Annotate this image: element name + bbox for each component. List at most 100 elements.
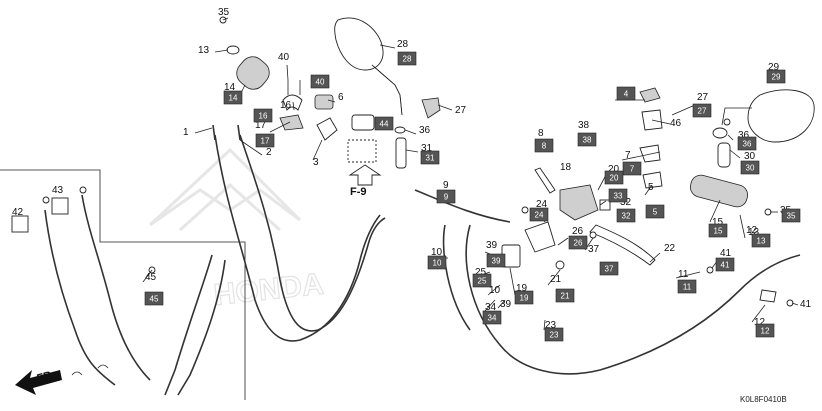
part-badge-41[interactable]: 41 [715, 257, 735, 272]
part-badge-28[interactable]: 28 [397, 51, 417, 66]
leader-line [543, 319, 546, 331]
badge-box [577, 132, 597, 147]
honda-watermark: HONDA [148, 147, 326, 313]
leader-line [404, 129, 417, 135]
part-badge-45[interactable]: 45 [144, 291, 164, 306]
part-label-3: 3 [313, 157, 319, 168]
part-badge-23[interactable]: 23 [544, 327, 564, 342]
badge-number: 36 [743, 140, 752, 149]
part-label-1: 1 [183, 127, 189, 138]
badge-box [144, 291, 164, 306]
part-label-40: 40 [278, 52, 290, 63]
part-label-34: 34 [485, 302, 497, 313]
right-cables [414, 189, 801, 375]
leader-line [497, 299, 506, 309]
part-label-38: 38 [578, 120, 590, 131]
mirror-left [334, 17, 403, 116]
part-badge-9[interactable]: 9 [436, 189, 456, 204]
badge-number: 27 [698, 107, 707, 116]
badge-box [740, 160, 760, 175]
part-badge-44[interactable]: 44 [374, 116, 394, 131]
part-badge-17[interactable]: 17 [255, 133, 275, 148]
part-badge-26[interactable]: 26 [568, 235, 588, 250]
part-badge-5[interactable]: 5 [645, 204, 665, 219]
part-badge-4[interactable]: 4 [616, 86, 636, 101]
leader-line [621, 151, 661, 161]
badge-box [781, 208, 801, 223]
front-arrow-label: FR. [36, 369, 56, 385]
part-label-37: 37 [588, 244, 600, 255]
part-badge-27[interactable]: 27 [692, 103, 712, 118]
part-badge-31[interactable]: 31 [420, 150, 440, 165]
badge-number: 31 [426, 154, 435, 163]
part-badge-20[interactable]: 20 [604, 170, 624, 185]
badge-number: 21 [561, 292, 570, 301]
badge-box [555, 288, 575, 303]
part-badge-37[interactable]: 37 [599, 261, 619, 276]
leader-line [222, 17, 229, 21]
badge-number: 30 [746, 164, 755, 173]
badge-box [616, 208, 636, 223]
badge-number: 40 [316, 78, 325, 87]
leader-line [729, 149, 741, 159]
part-badge-38[interactable]: 38 [577, 132, 597, 147]
part-badge-16[interactable]: 16 [253, 108, 273, 123]
part-badge-34[interactable]: 34 [482, 310, 502, 325]
part-label-13: 13 [748, 227, 760, 238]
part-badge-32[interactable]: 32 [616, 208, 636, 223]
badge-number: 5 [653, 208, 658, 217]
part-label-10: 10 [489, 285, 501, 296]
part-badge-11[interactable]: 11 [677, 279, 697, 294]
box-42 [11, 215, 29, 233]
badge-box [486, 253, 506, 268]
badge-number: 4 [624, 90, 629, 99]
part-badge-40[interactable]: 40 [310, 74, 330, 89]
badge-box [692, 103, 712, 118]
part-label-42: 42 [12, 207, 24, 218]
part-badge-13[interactable]: 13 [751, 233, 771, 248]
leader-line [597, 174, 607, 191]
part-badge-8[interactable]: 8 [534, 138, 554, 153]
part-badge-36[interactable]: 36 [737, 136, 757, 151]
part-badge-14[interactable]: 14 [223, 90, 243, 105]
leader-line [751, 304, 766, 323]
part-label-22: 22 [664, 243, 676, 254]
part-badge-30[interactable]: 30 [740, 160, 760, 175]
part-badge-12[interactable]: 12 [755, 323, 775, 338]
part-badge-35[interactable]: 35 [781, 208, 801, 223]
part-badge-25[interactable]: 25 [472, 273, 492, 288]
diagram-code: K0L8F0410B [740, 395, 787, 404]
part-label-36: 36 [419, 125, 431, 136]
badge-number: 32 [622, 212, 631, 221]
part-label-2: 2 [266, 147, 272, 158]
leader-line [547, 269, 561, 286]
part-badge-39[interactable]: 39 [486, 253, 506, 268]
part-badge-33[interactable]: 33 [608, 188, 628, 203]
badge-box [568, 235, 588, 250]
part-badge-24[interactable]: 24 [529, 207, 549, 222]
part-label-27: 27 [455, 105, 467, 116]
part-badge-21[interactable]: 21 [555, 288, 575, 303]
part-label-5: 5 [648, 182, 654, 193]
badge-box [604, 170, 624, 185]
badge-box [472, 273, 492, 288]
badge-box [534, 138, 554, 153]
badge-box [622, 161, 642, 176]
leader-line [739, 214, 746, 239]
leader-line [651, 119, 671, 125]
part-label-18: 18 [560, 162, 572, 173]
part-label-39: 39 [500, 299, 512, 310]
leader-line [644, 184, 653, 196]
part-number-badges: 4578910111213141516171920212324252627282… [144, 51, 801, 342]
part-label-30: 30 [744, 151, 756, 162]
leader-line [649, 252, 661, 263]
part-badge-10[interactable]: 10 [427, 255, 447, 270]
part-label-12: 12 [754, 317, 766, 328]
part-badge-15[interactable]: 15 [708, 223, 728, 238]
leader-line [483, 299, 496, 313]
part-badge-19[interactable]: 19 [514, 290, 534, 305]
part-badge-7[interactable]: 7 [622, 161, 642, 176]
reference-label: F-9 [350, 186, 367, 198]
badge-number: 8 [542, 142, 547, 151]
part-badge-29[interactable]: 29 [766, 69, 786, 84]
